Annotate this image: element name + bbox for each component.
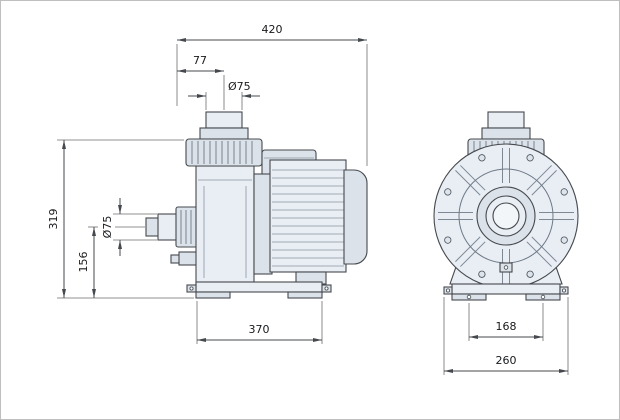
front-base xyxy=(443,283,569,301)
side-view xyxy=(145,111,368,299)
motor-body xyxy=(269,159,347,273)
front-housing xyxy=(433,143,579,289)
motor-fins xyxy=(272,169,344,267)
dim-foot-spacing-label: 168 xyxy=(496,320,517,333)
dim-top-port-diameter-label: Ø75 xyxy=(228,80,251,93)
dim-total-length: 420 xyxy=(176,23,368,166)
front-port-pipe xyxy=(487,111,525,129)
top-union-nut xyxy=(185,138,263,167)
base-foot-left xyxy=(195,291,231,299)
dim-overall-height-label: 319 xyxy=(47,209,60,230)
side-base xyxy=(186,281,332,299)
dim-body-length: 370 xyxy=(196,301,323,344)
dim-total-length-label: 420 xyxy=(262,23,283,36)
dim-foot-spacing: 168 xyxy=(468,303,544,341)
suction-port-bore xyxy=(492,202,520,230)
front-foot-hole-right xyxy=(540,294,546,300)
motor-end-cap xyxy=(343,169,368,265)
front-tab-hole-right xyxy=(562,288,567,293)
dim-top-port-offset-label: 77 xyxy=(193,54,207,67)
top-nut-ribs xyxy=(191,141,253,164)
side-inlet-port xyxy=(145,206,200,266)
base-foot-right xyxy=(287,291,323,299)
front-view xyxy=(433,111,579,301)
dim-top-port-offset: 77 xyxy=(177,54,225,110)
dim-body-length-label: 370 xyxy=(249,323,270,336)
front-foot-hole-left xyxy=(466,294,472,300)
dim-side-port-diameter-label: Ø75 xyxy=(101,216,114,239)
volute-drain-hole xyxy=(503,265,509,270)
inlet-stub xyxy=(145,217,160,237)
dim-side-port-diameter: Ø75 xyxy=(101,198,157,256)
dim-top-port-diameter: Ø75 xyxy=(188,80,260,110)
dim-side-port-height: 156 xyxy=(77,226,145,298)
strainer-body xyxy=(195,165,255,285)
inlet-pipe xyxy=(157,213,178,241)
dim-overall-width: 260 xyxy=(443,297,569,375)
dim-overall-height: 319 xyxy=(47,139,194,299)
base-hole-left xyxy=(189,286,194,291)
pump-bracket xyxy=(253,173,273,275)
base-hole-right xyxy=(324,286,329,291)
front-base-plate xyxy=(451,283,561,295)
drain-plug xyxy=(178,251,198,266)
front-tab-hole-left xyxy=(445,288,450,293)
front-port-collar xyxy=(481,127,531,140)
strainer-tank xyxy=(195,165,255,285)
motor-assembly xyxy=(253,149,368,285)
dim-side-port-height-label: 156 xyxy=(77,252,90,273)
top-port-pipe xyxy=(205,111,243,129)
side-top-port xyxy=(185,111,263,167)
base-plate xyxy=(195,281,323,293)
dim-overall-width-label: 260 xyxy=(496,354,517,367)
top-port-collar xyxy=(199,127,249,140)
